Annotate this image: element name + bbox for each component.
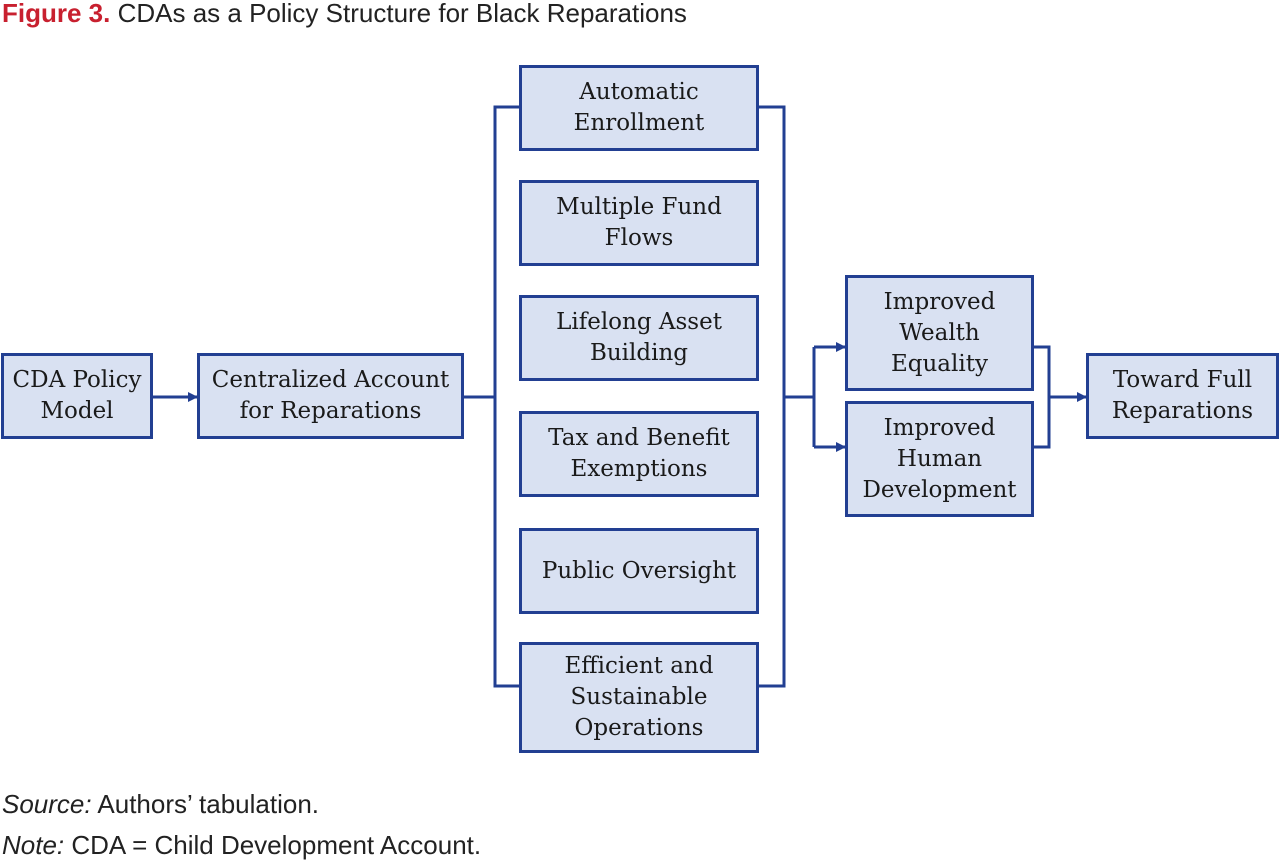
left-bracket [493,105,519,688]
box-tax-benefit-exemptions: Tax and Benefit Exemptions [519,411,759,497]
box-toward-full-reparations: Toward Full Reparations [1086,353,1279,439]
box-label: Improved Wealth Equality [883,288,996,377]
box-label: CDA Policy Model [12,367,142,424]
figure-title-text: CDAs as a Policy Structure for Black Rep… [117,0,687,28]
box-centralized-account: Centralized Account for Reparations [197,353,464,439]
box-efficient-sustainable-operations: Efficient and Sustainable Operations [519,642,759,753]
figure-title: Figure 3. CDAs as a Policy Structure for… [2,0,687,30]
note-label: Note: [2,830,65,860]
source-line: Source: Authors’ tabulation. [2,788,319,820]
box-lifelong-asset-building: Lifelong Asset Building [519,295,759,381]
source-text: Authors’ tabulation. [91,789,320,819]
note-text: CDA = Child Development Account. [64,830,482,860]
box-label: Multiple Fund Flows [556,194,722,251]
box-label: Tax and Benefit Exemptions [548,425,730,482]
box-label: Public Oversight [541,557,737,584]
box-public-oversight: Public Oversight [519,528,759,614]
box-improved-human-development: Improved Human Development [845,401,1034,517]
box-improved-wealth-equality: Improved Wealth Equality [845,275,1034,391]
box-label: Automatic Enrollment [573,79,705,136]
source-label: Source: [2,789,92,819]
outcome-merge-bracket [1033,345,1051,449]
box-label: Centralized Account for Reparations [211,367,450,424]
box-label: Toward Full Reparations [1111,367,1254,424]
note-line: Note: CDA = Child Development Account. [2,829,481,861]
box-label: Efficient and Sustainable Operations [564,653,714,741]
box-cda-policy-model: CDA Policy Model [1,353,153,439]
box-label: Improved Human Development [862,414,1017,503]
box-label: Lifelong Asset Building [556,309,722,366]
figure-label: Figure 3. [2,0,111,28]
box-automatic-enrollment: Automatic Enrollment [519,65,759,151]
box-multiple-fund-flows: Multiple Fund Flows [519,180,759,266]
right-bracket [758,105,786,688]
